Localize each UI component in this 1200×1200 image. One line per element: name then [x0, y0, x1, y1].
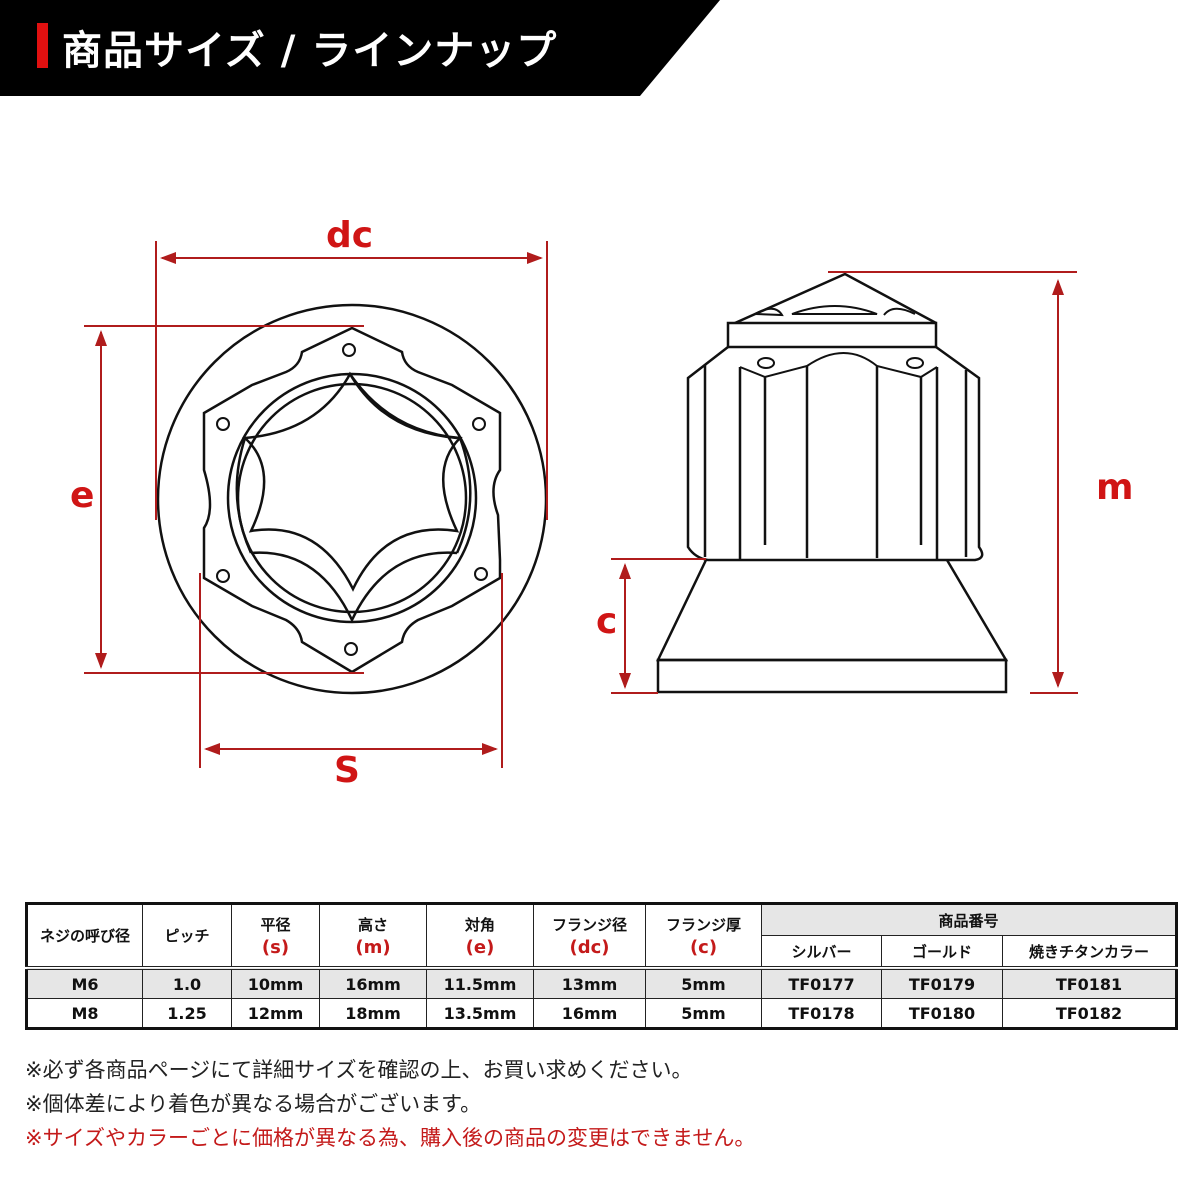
cell-dc: 13mm: [533, 966, 646, 999]
front-view: [156, 303, 548, 695]
cell-dc: 16mm: [533, 998, 646, 1029]
cell-pitch: 1.0: [142, 966, 232, 999]
inner-ring-inner: [236, 382, 468, 614]
flange-cone: [656, 559, 1009, 662]
cell-s: 12mm: [231, 998, 320, 1029]
nut-dimension-drawing: [84, 241, 1078, 768]
flange-circle: [156, 303, 548, 695]
cell-burnt-titanium: TF0181: [1002, 966, 1177, 999]
header-product-number: 商品番号: [761, 903, 1177, 936]
header-silver: シルバー: [761, 935, 882, 969]
front-dimension-lines: [84, 241, 548, 768]
star-socket: [242, 371, 463, 592]
header-c: フランジ厚(c): [645, 903, 762, 969]
header-e: 対角(e): [426, 903, 534, 969]
cell-silver: TF0177: [761, 966, 882, 999]
note-color-variation: ※個体差により着色が異なる場合がございます。: [25, 1092, 482, 1116]
side-dimension-lines: [611, 271, 1078, 694]
note-no-exchange: ※サイズやカラーごとに価格が異なる為、購入後の商品の変更はできません。: [25, 1126, 756, 1150]
page-title: 商品サイズ / ラインナップ: [62, 28, 558, 74]
label-dc: dc: [326, 215, 374, 256]
cell-c: 5mm: [645, 998, 762, 1029]
header-m: 高さ(m): [319, 903, 427, 969]
header-gold: ゴールド: [881, 935, 1003, 969]
table-row: M6 1.0 10mm 16mm 11.5mm 13mm 5mm TF0177 …: [26, 966, 1177, 999]
spec-table: ネジの呼び径 ピッチ 平径(s) 高さ(m) 対角(e) フランジ径(dc) フ…: [25, 902, 1178, 1030]
cell-m: 16mm: [319, 966, 427, 999]
cell-nominal: M6: [26, 966, 143, 999]
dome-top: [734, 272, 937, 325]
side-view: [656, 272, 1009, 694]
header-s: 平径(s): [231, 903, 320, 969]
header-burnt-titanium: 焼きチタンカラー: [1002, 935, 1177, 969]
cell-gold: TF0180: [881, 998, 1003, 1029]
flange-base: [656, 658, 1008, 694]
label-c: c: [596, 601, 618, 642]
banner-background: [0, 0, 720, 96]
label-s: s: [334, 750, 360, 791]
cell-silver: TF0178: [761, 998, 882, 1029]
label-m: m: [1096, 467, 1134, 508]
cell-nominal: M8: [26, 998, 143, 1029]
cell-e: 11.5mm: [426, 966, 534, 999]
title-banner: 商品サイズ / ラインナップ: [0, 0, 1200, 96]
accent-bar: [37, 23, 48, 68]
cell-e: 13.5mm: [426, 998, 534, 1029]
notes: ※必ず各商品ページにて詳細サイズを確認の上、お買い求めください。 ※個体差により…: [25, 1053, 755, 1155]
cell-burnt-titanium: TF0182: [1002, 998, 1177, 1029]
cell-c: 5mm: [645, 966, 762, 999]
table-row: M8 1.25 12mm 18mm 13.5mm 16mm 5mm TF0178…: [26, 998, 1177, 1029]
cell-s: 10mm: [231, 966, 320, 999]
cell-m: 18mm: [319, 998, 427, 1029]
hex-body: [202, 326, 502, 674]
note-check-size: ※必ず各商品ページにて詳細サイズを確認の上、お買い求めください。: [25, 1058, 693, 1082]
body-outline: [686, 345, 984, 562]
header-nominal: ネジの呼び径: [26, 903, 143, 969]
label-e: e: [70, 475, 95, 516]
header-dc: フランジ径(dc): [533, 903, 646, 969]
header-pitch: ピッチ: [142, 903, 232, 969]
cell-pitch: 1.25: [142, 998, 232, 1029]
cap-band: [726, 321, 938, 349]
cell-gold: TF0179: [881, 966, 1003, 999]
